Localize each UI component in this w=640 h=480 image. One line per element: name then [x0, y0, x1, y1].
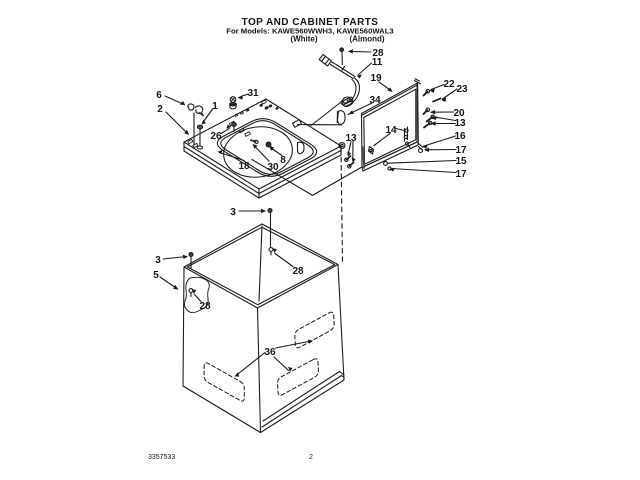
- svg-text:26: 26: [210, 131, 222, 142]
- svg-text:17: 17: [455, 145, 467, 156]
- svg-text:13: 13: [454, 118, 466, 129]
- svg-text:(White): (White): [290, 35, 317, 44]
- svg-text:28: 28: [199, 301, 211, 312]
- svg-text:For Models: KAWE560WWH3, KAWE5: For Models: KAWE560WWH3, KAWE560WAL3: [226, 27, 393, 36]
- svg-text:22: 22: [443, 79, 455, 90]
- svg-text:3: 3: [230, 207, 236, 218]
- svg-text:16: 16: [454, 131, 466, 142]
- svg-text:3357533: 3357533: [148, 454, 175, 461]
- svg-text:34: 34: [369, 95, 381, 106]
- svg-text:13: 13: [345, 133, 357, 144]
- svg-text:23: 23: [456, 84, 468, 95]
- svg-text:15: 15: [455, 156, 467, 167]
- svg-text:19: 19: [370, 73, 382, 84]
- svg-text:28: 28: [292, 266, 304, 277]
- svg-text:2: 2: [309, 454, 313, 461]
- svg-text:17: 17: [455, 169, 467, 180]
- svg-text:20: 20: [453, 108, 465, 119]
- svg-text:36: 36: [264, 347, 276, 358]
- svg-text:8: 8: [280, 155, 286, 166]
- svg-text:11: 11: [372, 57, 383, 68]
- svg-text:5: 5: [153, 270, 159, 281]
- svg-text:TOP AND CABINET PARTS: TOP AND CABINET PARTS: [242, 17, 379, 28]
- svg-text:31: 31: [247, 88, 259, 99]
- svg-text:1: 1: [212, 101, 218, 112]
- svg-text:2: 2: [157, 104, 163, 115]
- svg-text:28: 28: [372, 48, 384, 59]
- svg-text:3: 3: [155, 255, 161, 266]
- svg-text:(Almond): (Almond): [349, 35, 384, 44]
- svg-text:6: 6: [156, 90, 162, 101]
- svg-text:30: 30: [267, 162, 279, 173]
- svg-text:18: 18: [238, 161, 250, 172]
- svg-text:14: 14: [385, 125, 397, 136]
